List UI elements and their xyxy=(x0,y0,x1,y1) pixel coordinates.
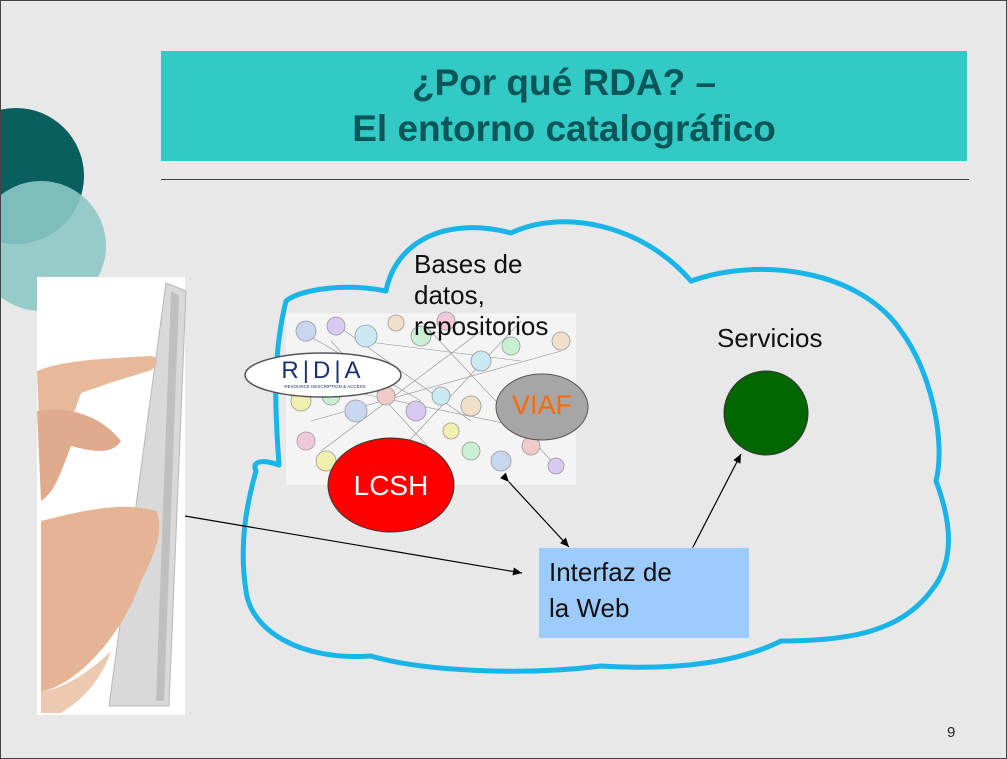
viaf-ellipse xyxy=(495,373,589,441)
rda-logo-subtitle: RESOURCE DESCRIPTION & ACCESS xyxy=(284,384,366,389)
arrow-device-interface xyxy=(169,509,523,576)
viaf-label: VIAF xyxy=(511,390,572,420)
title-line-1: ¿Por qué RDA? – xyxy=(411,62,717,103)
lcsh-label: LCSH xyxy=(353,470,429,501)
services-label: Servicios xyxy=(717,323,823,353)
services-node xyxy=(723,370,809,456)
title-banner: ¿Por qué RDA? – El entorno catalográfico xyxy=(161,51,967,161)
title-divider xyxy=(161,179,969,180)
databases-label-line-2: datos, xyxy=(414,280,485,310)
interface-label-line-2: la Web xyxy=(549,593,630,623)
rda-ellipse xyxy=(244,352,402,398)
databases-label-line-1: Bases de xyxy=(414,249,523,279)
rda-logo-text: R|D|A xyxy=(281,357,365,384)
title-line-2: El entorno catalográfico xyxy=(352,108,776,149)
databases-label-line-3: repositorios xyxy=(414,311,549,341)
databases-label: Bases de datos, repositorios xyxy=(414,249,548,342)
tablet-hand-image xyxy=(37,277,187,715)
web-interface-box: Interfaz de la Web xyxy=(539,548,749,638)
interface-label-line-1: Interfaz de xyxy=(549,557,672,587)
page-number: 9 xyxy=(947,724,956,741)
arrow-interface-services xyxy=(685,453,742,557)
arrow-viaf-interface xyxy=(499,472,570,548)
